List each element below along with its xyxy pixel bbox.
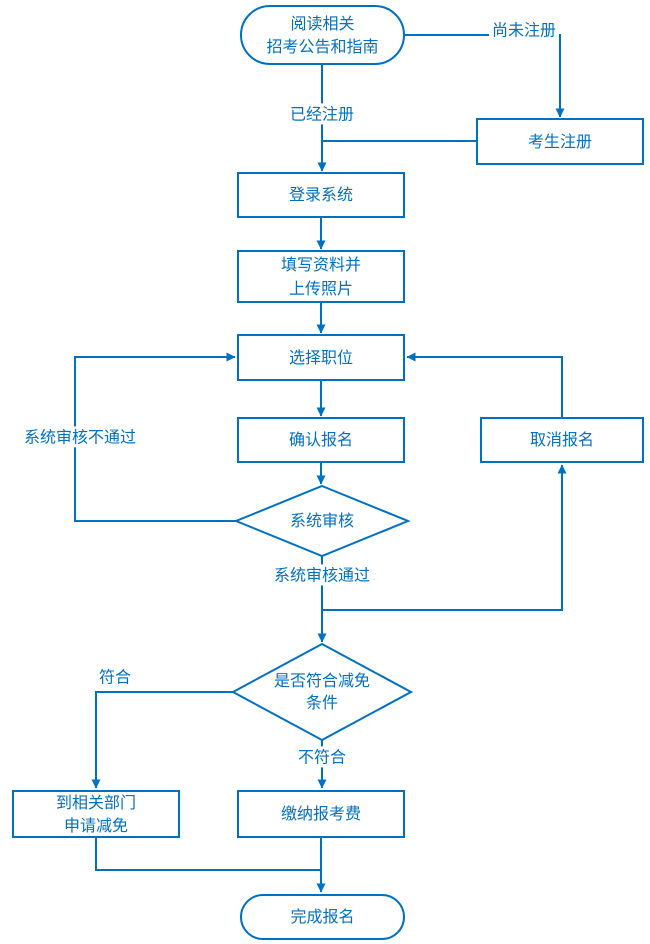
node-fill-info: 填写资料并 上传照片: [237, 250, 405, 303]
edge-cancel-to-selectposition: [406, 352, 563, 417]
edge-label-not-registered: 尚未注册: [488, 19, 560, 41]
edge-label-review-passed: 系统审核通过: [270, 564, 374, 586]
edge-applyreduction-merge: [95, 838, 320, 871]
decision-fee-reduction-shape: [230, 642, 414, 742]
node-complete: 完成报名: [240, 894, 405, 940]
edge-label-not-meets: 不符合: [294, 746, 350, 768]
node-apply-reduction: 到相关部门 申请减免: [12, 790, 180, 838]
node-select-position: 选择职位: [237, 334, 405, 381]
edge-label-registered: 已经注册: [286, 103, 358, 125]
node-login: 登录系统: [237, 172, 405, 218]
edge-meets-to-applyreduction: [91, 691, 233, 789]
node-pay-fee: 缴纳报考费: [237, 790, 405, 838]
edge-passed-to-cancel: [322, 464, 567, 611]
node-confirm-register: 确认报名: [237, 417, 405, 463]
edge-readnotice-to-register: [405, 34, 565, 118]
node-cancel-register: 取消报名: [480, 417, 644, 463]
node-read-notice: 阅读相关 招考公告和指南: [240, 5, 405, 65]
decision-system-review-shape: [233, 484, 411, 558]
edge-label-meets: 符合: [95, 666, 135, 688]
node-system-review: 系统审核: [289, 510, 354, 530]
node-fee-reduction-check: 是否符合减免 条件: [273, 670, 370, 712]
node-candidate-register: 考生注册: [476, 118, 644, 165]
edge-label-review-failed: 系统审核不通过: [20, 426, 140, 448]
